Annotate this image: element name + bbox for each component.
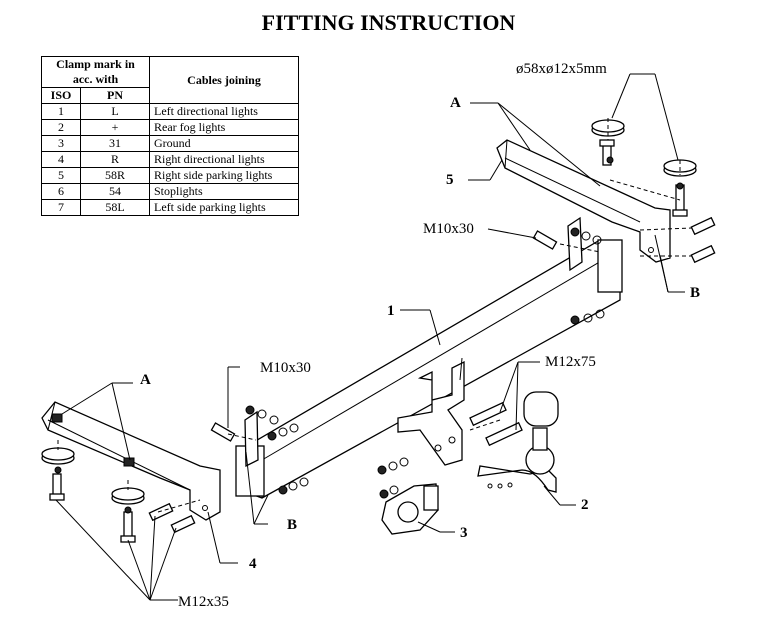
label-a-left: A [140, 372, 151, 388]
hitch-plate [397, 360, 465, 466]
clamp-mark-header: Clamp mark in acc. with [41, 56, 150, 88]
washer-size-label: ø58xø12x5mm [516, 61, 607, 77]
cables-joining-header: Cables joining [149, 56, 299, 104]
label-part-5: 5 [446, 172, 454, 188]
label-b-left: B [287, 517, 297, 533]
washer-group [41, 119, 697, 505]
cable-table: Clamp mark in acc. with Cables joining I… [41, 56, 299, 216]
assembly-lines [57, 118, 693, 513]
label-m12x35: M12x35 [178, 594, 229, 610]
label-m10x30-top: M10x30 [423, 221, 474, 237]
label-part-1: 1 [387, 303, 395, 319]
label-a-top: A [450, 95, 461, 111]
leader-lines [55, 73, 685, 601]
label-part-4: 4 [249, 556, 257, 572]
label-part-2: 2 [581, 497, 589, 513]
bolts [49, 139, 716, 543]
pn-header: PN [80, 87, 150, 104]
right-mounting-bracket [496, 139, 671, 263]
page-title: FITTING INSTRUCTION [261, 10, 516, 35]
label-m10x30-left: M10x30 [260, 360, 311, 376]
socket-plate [381, 483, 439, 535]
label-m12x75: M12x75 [545, 354, 596, 370]
nuts [51, 156, 684, 514]
tow-ball [477, 391, 559, 493]
label-b-right: B [690, 285, 700, 301]
label-part-3: 3 [460, 525, 468, 541]
